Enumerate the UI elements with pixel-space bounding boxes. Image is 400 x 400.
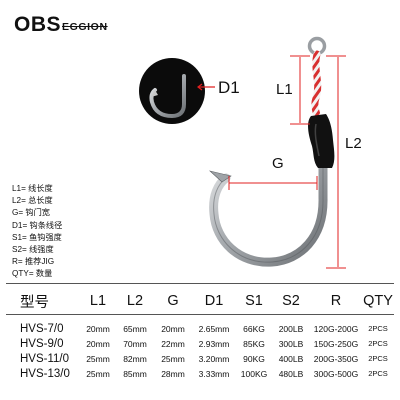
inset-hook-icon xyxy=(149,74,186,119)
d1-label: D1 xyxy=(218,78,240,97)
cell-qty: 2PCS xyxy=(368,354,388,363)
col-header-d1: D1 xyxy=(204,293,224,309)
cell-g: 28mm xyxy=(161,368,185,379)
cell-s2: 200LB xyxy=(278,323,304,334)
cell-r: 150G-250G xyxy=(313,338,359,349)
brand-name-big: OBS xyxy=(14,13,62,36)
legend-item: L1= 线长度 xyxy=(12,184,53,193)
col-header-model: 型号 xyxy=(20,294,49,311)
table-header-rule xyxy=(6,314,394,315)
col-header-r: R xyxy=(330,293,342,309)
hook-point xyxy=(208,170,232,183)
legend-item: S1= 鱼钩强度 xyxy=(12,232,62,242)
brand-logo: OBS EGGION xyxy=(14,14,108,35)
cell-s1: 66KG xyxy=(243,323,265,334)
cell-l1: 20mm xyxy=(86,338,110,349)
assist-hook xyxy=(208,36,335,267)
cell-model: HVS-13/0 xyxy=(20,367,70,380)
col-header-l2: L2 xyxy=(126,293,144,309)
cell-l2: 85mm xyxy=(123,368,147,379)
col-header-qty: QTY xyxy=(363,293,393,309)
legend-item: L2= 总长度 xyxy=(12,196,53,206)
cell-d1: 3.33mm xyxy=(198,368,230,379)
cell-g: 25mm xyxy=(161,353,185,364)
cell-d1: 2.65mm xyxy=(198,323,230,334)
table-row: HVS-11/0 25mm 82mm 25mm 3.20mm 90KG 400L… xyxy=(6,351,394,366)
col-header-g: G xyxy=(167,293,179,309)
shrink-tube-highlight xyxy=(314,123,320,157)
cell-r: 200G-350G xyxy=(313,353,359,364)
cell-d1: 3.20mm xyxy=(198,353,230,364)
cell-l2: 65mm xyxy=(123,323,147,334)
col-header-s1: S1 xyxy=(245,293,263,309)
col-header-s2: S2 xyxy=(282,293,300,309)
hook-body xyxy=(209,125,328,267)
cell-model: HVS-11/0 xyxy=(20,352,70,365)
cell-s2: 300LB xyxy=(278,338,304,349)
table-row: HVS-7/0 20mm 65mm 20mm 2.65mm 66KG 200LB… xyxy=(6,321,394,336)
wire-diameter-inset xyxy=(139,58,205,124)
hook-illustration xyxy=(139,36,346,269)
table-top-rule xyxy=(6,283,394,284)
spec-table: 型号 L1 L2 G D1 S1 S2 R QTY HVS-7/0 20mm 6… xyxy=(6,289,394,381)
cell-s1: 90KG xyxy=(243,353,265,364)
cell-s2: 400LB xyxy=(278,353,304,364)
cell-s2: 480LB xyxy=(278,368,304,379)
hook-body-outline xyxy=(213,130,324,263)
cell-l1: 25mm xyxy=(86,353,110,364)
legend-item: R= 推荐JIG xyxy=(12,257,55,267)
cell-l2: 82mm xyxy=(123,353,147,364)
table-header-row: 型号 L1 L2 G D1 S1 S2 R QTY xyxy=(6,289,394,313)
cell-qty: 2PCS xyxy=(368,339,388,348)
cell-r: 120G-200G xyxy=(313,323,359,334)
inset-hook-point xyxy=(151,90,158,97)
cell-s1: 100KG xyxy=(240,368,268,379)
cell-qty: 2PCS xyxy=(368,324,388,333)
cell-qty: 2PCS xyxy=(368,369,388,378)
d1-pointer-arrow xyxy=(197,83,203,91)
legend-item: QTY= 数量 xyxy=(12,269,53,279)
cell-model: HVS-7/0 xyxy=(20,322,64,335)
cell-d1: 2.93mm xyxy=(198,338,230,349)
dimension-legend: L1= 线长度 L2= 总长度 G= 钩门宽 D1= 钩条线径 S1= 鱼钩强度… xyxy=(12,183,62,281)
cell-s1: 85KG xyxy=(243,338,265,349)
col-header-l1: L1 xyxy=(89,293,107,309)
cell-g: 20mm xyxy=(161,323,185,334)
cell-l2: 70mm xyxy=(123,338,147,349)
cell-model: HVS-9/0 xyxy=(20,337,64,350)
cell-r: 300G-500G xyxy=(313,368,359,379)
legend-item: S2= 线强度 xyxy=(12,245,54,255)
cell-l1: 20mm xyxy=(86,323,110,334)
table-row: HVS-13/0 25mm 85mm 28mm 3.33mm 100KG 480… xyxy=(6,366,394,381)
brand-name-small: EGGION xyxy=(62,21,108,33)
dimension-lines xyxy=(228,55,346,269)
cell-g: 22mm xyxy=(161,338,185,349)
shrink-tube xyxy=(308,114,335,168)
legend-item: D1= 钩条线径 xyxy=(12,220,63,230)
cell-l1: 25mm xyxy=(86,368,110,379)
g-label: G xyxy=(272,155,284,172)
legend-item: G= 钩门宽 xyxy=(12,208,50,218)
l1-label: L1 xyxy=(276,81,293,98)
braided-assist-line xyxy=(311,50,322,128)
l2-label: L2 xyxy=(345,135,362,152)
table-row: HVS-9/0 20mm 70mm 22mm 2.93mm 85KG 300LB… xyxy=(6,336,394,351)
